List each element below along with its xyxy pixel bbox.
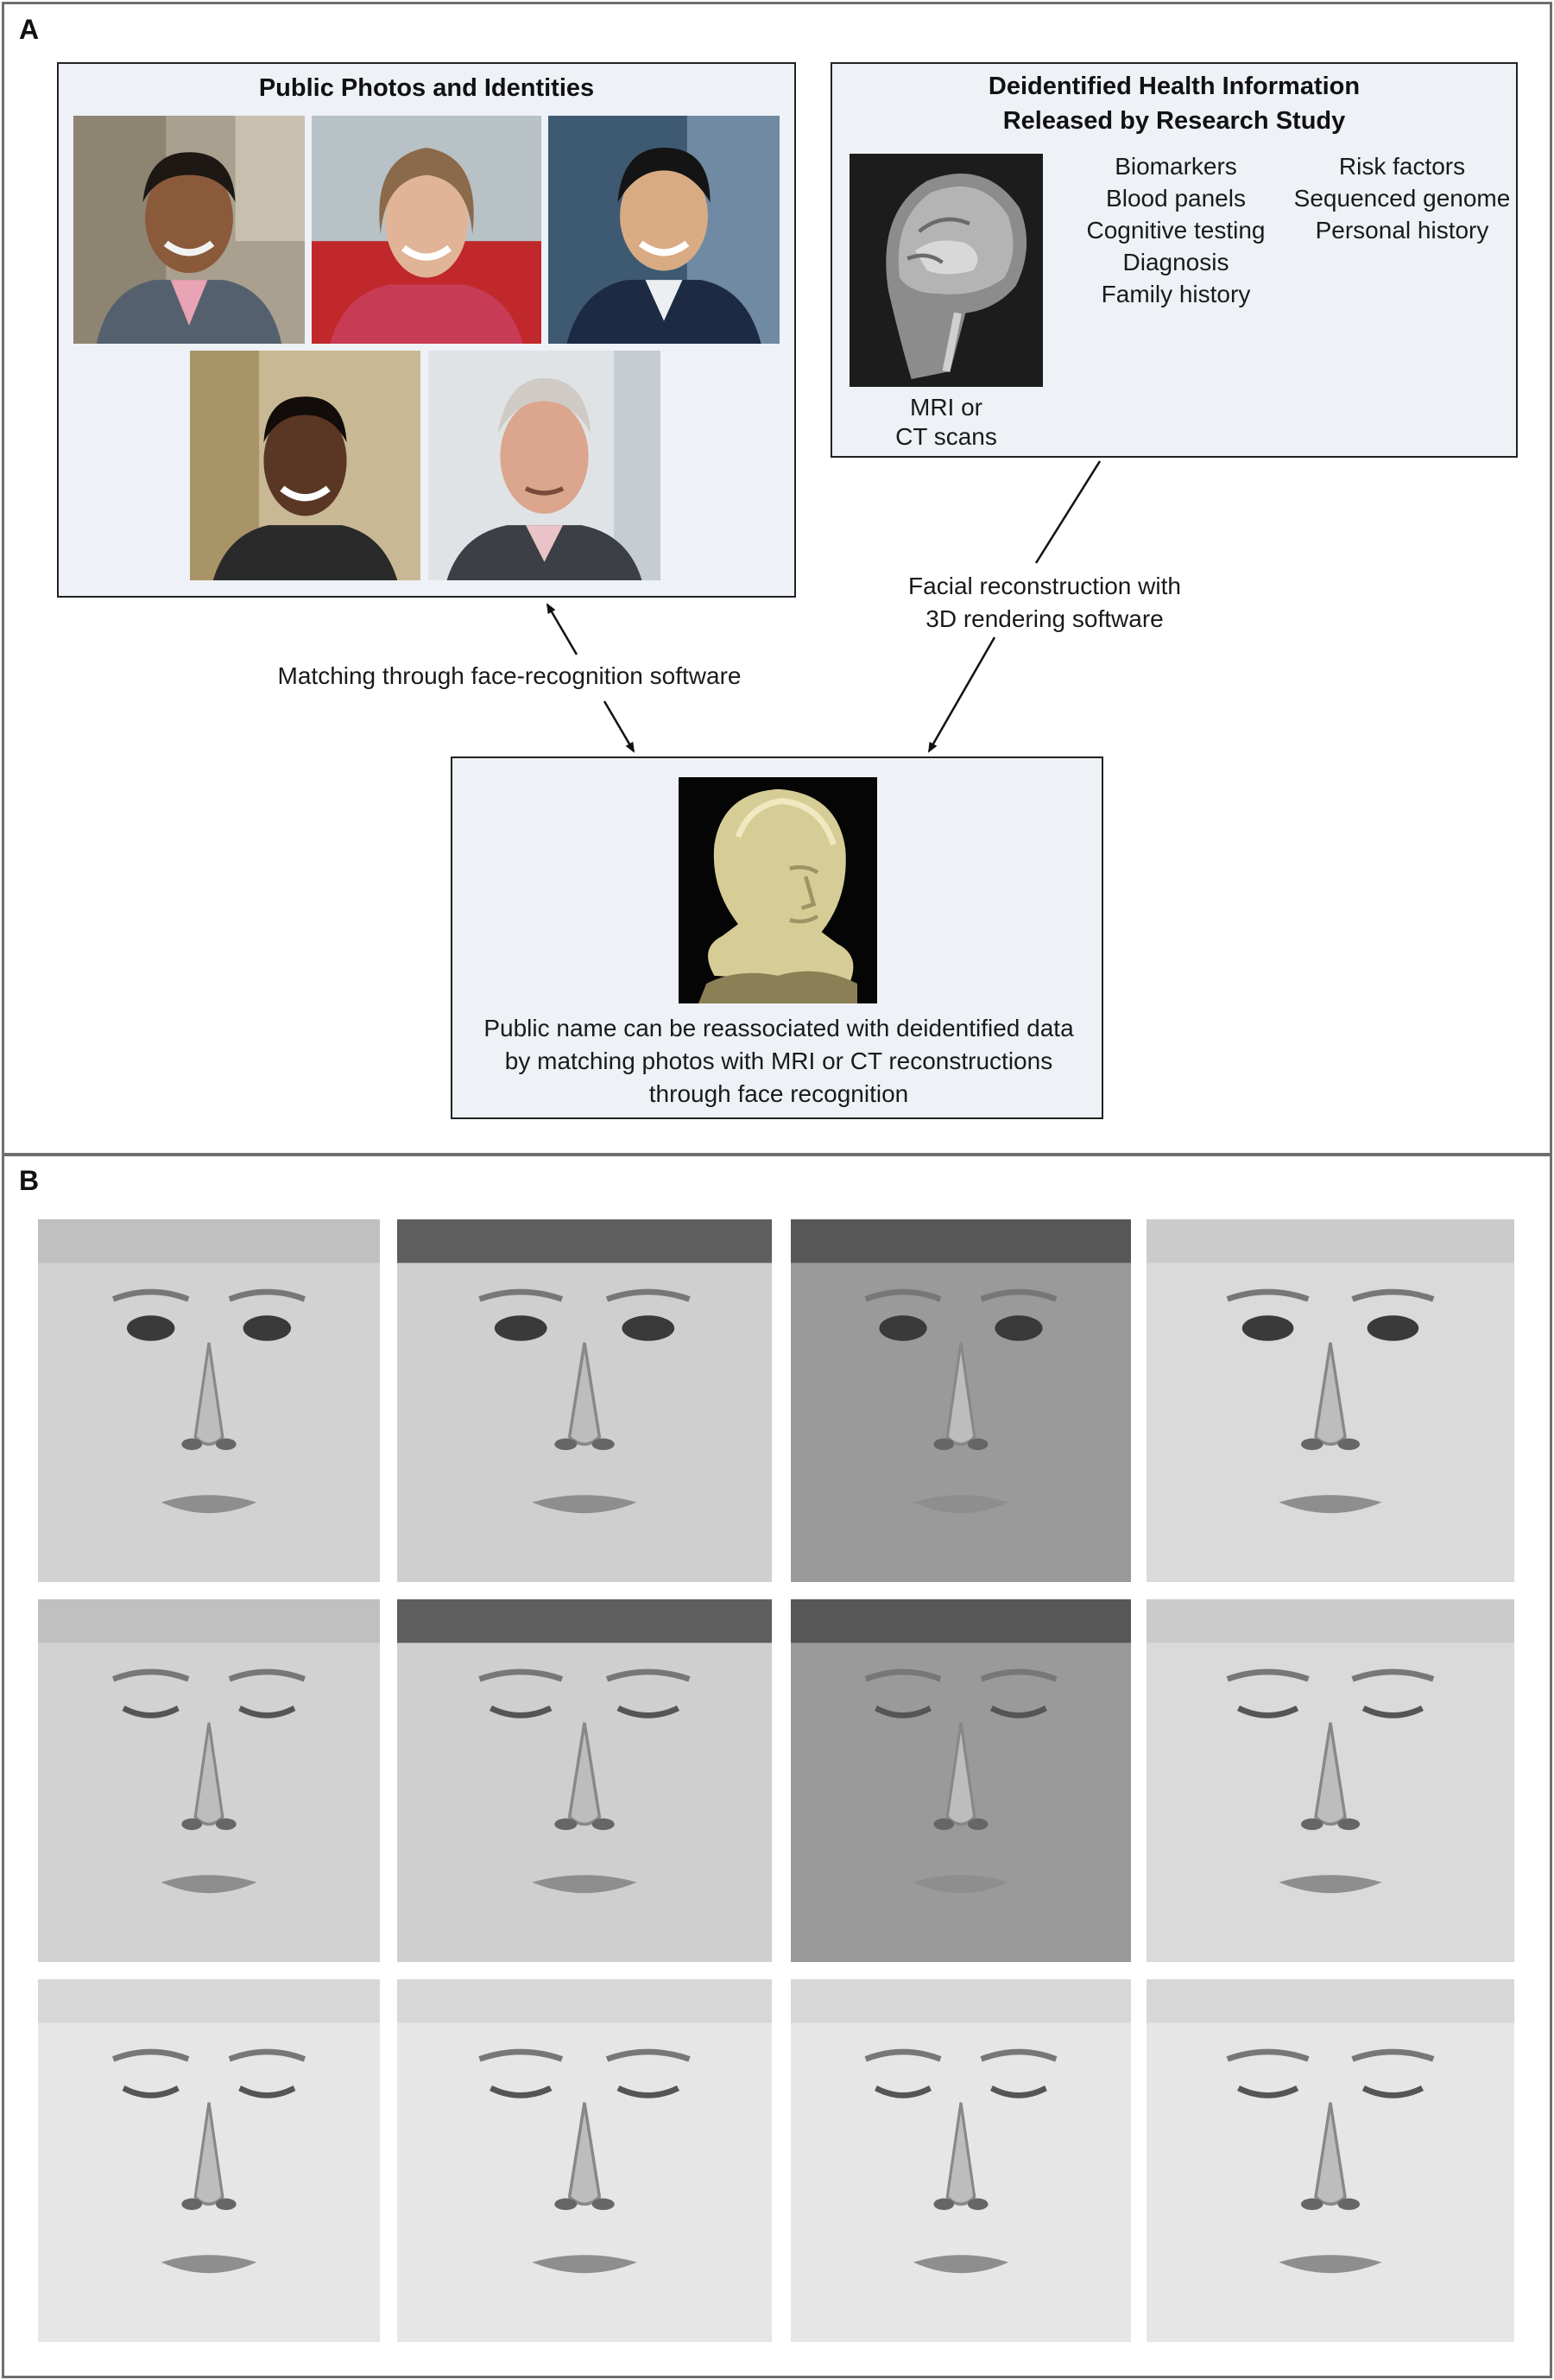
list-item-sequenced-genome: Sequenced genome	[1293, 185, 1511, 212]
public-photos-box: Public Photos and Identities	[57, 62, 796, 598]
face-tile-row1-col1	[38, 1219, 380, 1582]
face-tile-row2-col3	[791, 1599, 1131, 1962]
face-tile-row3-col3	[791, 1979, 1131, 2342]
list-item-cognitive-testing: Cognitive testing	[1086, 217, 1266, 244]
reassociation-caption-line3: through face recognition	[648, 1080, 909, 1107]
face-tile-row1-col2	[397, 1219, 772, 1582]
matching-arrow-label: Matching through face-recognition softwa…	[277, 662, 742, 689]
face-tile-row2-col2	[397, 1599, 772, 1962]
scan-caption-line2: CT scans	[895, 423, 997, 450]
list-item-personal-history: Personal history	[1315, 217, 1489, 244]
3d-face-render-image	[679, 777, 877, 1003]
list-item-blood-panels: Blood panels	[1106, 185, 1246, 212]
panel-letter-b: B	[19, 1165, 40, 1196]
list-item-risk-factors: Risk factors	[1338, 153, 1466, 180]
list-item-family-history: Family history	[1101, 281, 1251, 307]
face-tile-row3-col1	[38, 1979, 380, 2342]
list-item-biomarkers: Biomarkers	[1115, 153, 1237, 180]
face-tile-row1-col4	[1147, 1219, 1514, 1582]
reassociation-box: Public name can be reassociated with dei…	[451, 756, 1103, 1119]
health-list-column-2: Risk factors Sequenced genome Personal h…	[1290, 150, 1514, 246]
list-item-diagnosis: Diagnosis	[1122, 249, 1229, 275]
face-tile-row1-col3	[791, 1219, 1131, 1582]
public-photos-title: Public Photos and Identities	[258, 74, 595, 102]
portrait-photo-2	[312, 116, 541, 344]
face-tile-row2-col1	[38, 1599, 380, 1962]
health-info-title-line2: Released by Research Study	[1002, 107, 1346, 135]
portrait-photo-5	[428, 351, 660, 580]
face-tile-row3-col2	[397, 1979, 772, 2342]
health-info-title-line1: Deidentified Health Information	[988, 73, 1361, 100]
health-list-column-1: Biomarkers Blood panels Cognitive testin…	[1055, 150, 1297, 310]
panel-letter-a: A	[19, 14, 40, 45]
portrait-photo-4	[190, 351, 420, 580]
portrait-photo-1	[73, 116, 305, 344]
reassociation-caption-line2: by matching photos with MRI or CT recons…	[504, 1048, 1053, 1074]
scan-caption-line1: MRI or	[910, 394, 982, 421]
mri-scan-image	[850, 154, 1043, 387]
portrait-photo-3	[548, 116, 780, 344]
health-info-box: Deidentified Health Information Released…	[831, 62, 1518, 458]
reassociation-caption-line1: Public name can be reassociated with dei…	[483, 1015, 1074, 1041]
reconstruction-arrow-label-line2: 3D rendering software	[925, 605, 1164, 632]
face-tile-row2-col4	[1147, 1599, 1514, 1962]
reconstruction-arrow-label-line1: Facial reconstruction with	[908, 573, 1181, 599]
face-tile-row3-col4	[1147, 1979, 1514, 2342]
